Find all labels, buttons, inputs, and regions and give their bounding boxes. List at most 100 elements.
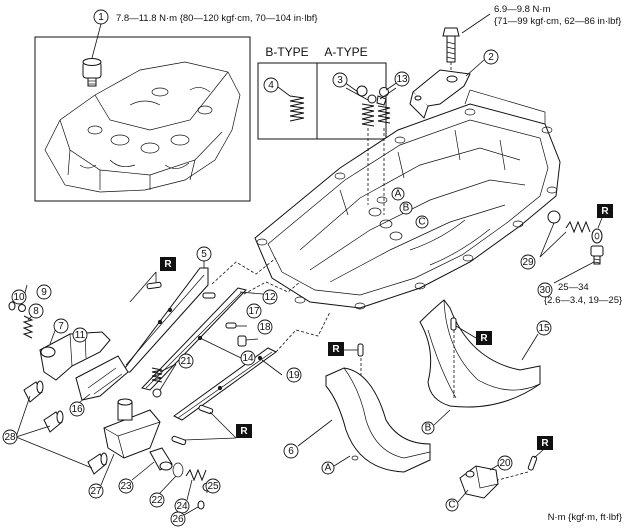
callout-16: 16	[69, 401, 85, 417]
type-box	[257, 62, 387, 140]
callout-1: 1	[93, 9, 109, 25]
callout-12: 12	[262, 289, 278, 305]
leader-16	[79, 393, 91, 403]
svg-text:28: 28	[4, 432, 16, 443]
svg-text:B: B	[403, 203, 410, 214]
leader-spec2	[461, 13, 491, 34]
shift-rod-part-14	[141, 287, 247, 391]
svg-text:29: 29	[522, 257, 534, 268]
replace-marker-4: R	[476, 331, 492, 345]
leader-19	[261, 359, 283, 376]
axis-pin-r6	[497, 471, 529, 481]
svg-text:C: C	[448, 500, 455, 511]
leader-r5	[455, 325, 477, 339]
leader-13b	[379, 87, 397, 100]
svg-text:17: 17	[248, 306, 260, 317]
leader-27	[100, 453, 115, 486]
plug-part-30	[590, 245, 604, 265]
plug-part-28c	[87, 452, 108, 475]
callout-27: 27	[88, 483, 104, 499]
inset-case-drawing	[44, 61, 241, 193]
callout-layer: 1234567891011121314151617181920212223242…	[2, 9, 553, 527]
torque-spec-30-line2: {2.6—3.4, 19—25}	[544, 295, 622, 306]
svg-text:20: 20	[499, 458, 511, 469]
fork-part-16	[75, 355, 129, 401]
leader-14	[199, 337, 242, 359]
marker-b-lower: B	[421, 421, 435, 435]
pin-part-12	[202, 292, 216, 299]
callout-19: 19	[286, 367, 302, 383]
svg-text:A: A	[325, 463, 332, 474]
callout-4: 4	[263, 77, 279, 93]
callout-2: 2	[483, 49, 499, 65]
sleeve-part-23	[149, 447, 173, 471]
pin-part-r4	[357, 343, 364, 357]
callout-10: 10	[11, 289, 27, 305]
shift-rod-part-5	[121, 267, 209, 373]
pin-part-18	[237, 335, 247, 347]
plug-part-1	[82, 58, 102, 87]
leader-a-lower	[333, 455, 351, 467]
svg-text:B: B	[425, 423, 432, 434]
callout-30: 30	[537, 282, 553, 298]
align-line-2	[243, 281, 301, 295]
callout-7: 7	[53, 318, 69, 334]
callout-17: 17	[246, 303, 262, 319]
svg-text:6: 6	[288, 446, 294, 457]
callout-26: 26	[170, 511, 186, 527]
svg-text:13: 13	[396, 74, 408, 85]
leader-22	[159, 475, 177, 494]
leader-3b	[345, 87, 369, 101]
leader-28b	[15, 425, 51, 438]
leader-18	[245, 338, 259, 341]
washer-part-10	[8, 301, 16, 311]
align-line-1	[211, 257, 277, 285]
ball-part-9	[18, 304, 26, 312]
plug-part-28b	[43, 410, 64, 433]
callout-25: 25	[205, 478, 221, 494]
callout-11: 11	[72, 327, 88, 343]
replace-marker-6: R	[597, 204, 613, 218]
leader-r7	[597, 212, 605, 229]
leader-r6	[533, 449, 544, 459]
svg-text:R: R	[601, 206, 609, 217]
leader-15	[521, 333, 539, 361]
a-type-label: A-TYPE	[324, 45, 367, 59]
svg-text:18: 18	[259, 322, 271, 333]
pin-part-r2	[198, 404, 214, 415]
svg-text:30: 30	[539, 285, 551, 296]
callout-23: 23	[118, 478, 134, 494]
callout-28: 28	[2, 429, 18, 445]
transmission-case	[254, 89, 561, 310]
callout-22: 22	[149, 492, 165, 508]
svg-text:27: 27	[90, 486, 102, 497]
plug-part-28a	[23, 380, 44, 403]
selector-part-27	[103, 398, 161, 459]
svg-text:24: 24	[176, 501, 188, 512]
oil-guide-part-6	[325, 367, 431, 473]
marker-c-lower: C	[445, 498, 459, 512]
svg-text:10: 10	[13, 292, 25, 303]
spring-part-a2	[377, 105, 391, 124]
svg-text:R: R	[240, 426, 248, 437]
svg-text:26: 26	[172, 514, 184, 525]
leader-2	[465, 59, 485, 77]
svg-text:2: 2	[488, 52, 494, 63]
svg-text:15: 15	[538, 323, 550, 334]
spring-part-29	[565, 220, 591, 234]
svg-text:5: 5	[201, 249, 207, 260]
svg-text:12: 12	[264, 292, 276, 303]
leader-r1b	[129, 271, 157, 303]
callout-20: 20	[497, 455, 513, 471]
spring-part-a	[361, 103, 375, 127]
svg-text:7: 7	[58, 321, 64, 332]
leader-24	[186, 479, 193, 501]
callout-29: 29	[520, 254, 536, 270]
svg-text:R: R	[164, 259, 172, 270]
svg-text:8: 8	[33, 306, 39, 317]
pin-part-r1	[146, 281, 162, 290]
leader-21a	[159, 363, 177, 373]
shift-rod-part-19	[173, 347, 277, 421]
torque-spec-2-line2: {71—99 kgf·cm, 62—86 in·lbf}	[494, 16, 621, 27]
